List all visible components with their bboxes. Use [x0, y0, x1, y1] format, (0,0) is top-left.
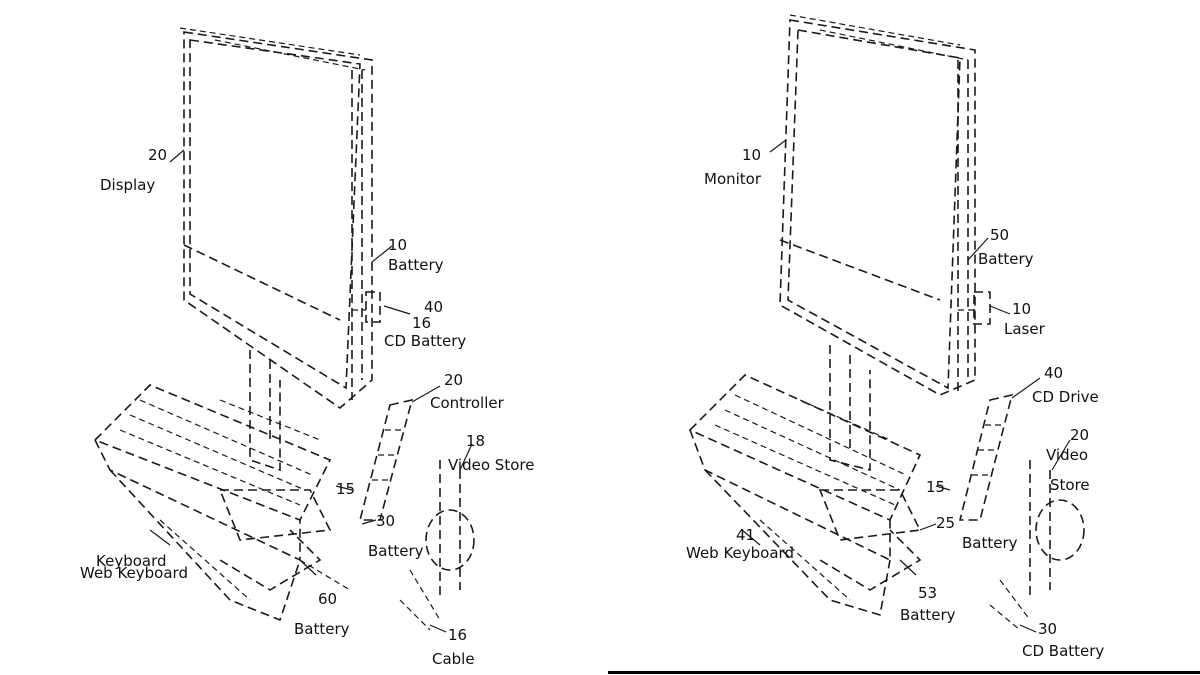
left-controller — [358, 398, 414, 521]
right-label-ctrl-num: 40 — [1044, 364, 1063, 382]
right-label-keyboard-num: 41 — [736, 526, 755, 544]
left-label-60: 60 — [318, 590, 337, 608]
left-leader-lines — [149, 149, 473, 633]
left-label-battery-mid: Battery — [368, 542, 424, 560]
right-keyboard-base — [688, 374, 922, 617]
right-label-battery-top-text: Battery — [978, 250, 1034, 268]
left-label-15: 15 — [336, 480, 355, 498]
left-label-battery-top-num: 10 — [388, 236, 407, 254]
right-monitor — [779, 14, 976, 396]
right-leader-lines — [741, 139, 1071, 633]
right-label-keyboard: Web Keyboard — [686, 544, 794, 562]
left-figure: 20 Display 10 Battery 40 16 CD Battery 2… — [80, 27, 534, 668]
right-label-30: 30 — [1038, 620, 1057, 638]
left-label-video-num: 18 — [466, 432, 485, 450]
right-label-video-num: 20 — [1070, 426, 1089, 444]
right-label-laser-num: 10 — [1012, 300, 1031, 318]
left-keyboard-base — [93, 384, 332, 622]
right-label-bottom-text: Battery — [900, 606, 956, 624]
right-labels: 10 Monitor 50 Battery 10 Laser 40 CD Dri… — [686, 146, 1104, 660]
right-label-cable: CD Battery — [1022, 642, 1104, 660]
left-label-cd-num: 40 — [424, 298, 443, 316]
bottom-rule — [608, 671, 1200, 674]
right-label-battery-top-num: 50 — [990, 226, 1009, 244]
left-label-cd-text: CD Battery — [384, 332, 466, 350]
right-label-53: 53 — [918, 584, 937, 602]
left-video-store — [399, 460, 475, 631]
right-label-video-sub: Store — [1050, 476, 1090, 494]
left-label-keyboard: Keyboard — [96, 552, 167, 570]
left-label-16: 16 — [448, 626, 467, 644]
right-figure: 10 Monitor 50 Battery 10 Laser 40 CD Dri… — [686, 14, 1104, 660]
right-label-video-text: Video — [1046, 446, 1088, 464]
left-label-display-text: Display — [100, 176, 155, 194]
right-video-store — [989, 460, 1085, 631]
left-label-30: 30 — [376, 512, 395, 530]
right-label-display-text: Monitor — [704, 170, 762, 188]
right-controller — [958, 393, 1014, 521]
left-label-cd-sub: 16 — [412, 314, 431, 332]
left-monitor — [179, 27, 373, 410]
left-stand — [219, 350, 321, 472]
left-label-ctrl-num: 20 — [444, 371, 463, 389]
left-label-video-text: Video Store — [448, 456, 534, 474]
left-label-bottom-text: Battery — [294, 620, 350, 638]
left-label-battery-top-text: Battery — [388, 256, 444, 274]
right-small-battery — [958, 291, 991, 325]
left-label-ctrl-text: Controller — [430, 394, 505, 412]
right-label-15: 15 — [926, 478, 945, 496]
right-stand — [799, 345, 891, 472]
left-label-keyboard-sub: Web Keyboard — [80, 564, 188, 582]
right-label-25: 25 — [936, 514, 955, 532]
left-label-cable: Cable — [432, 650, 475, 668]
right-label-battery-mid: Battery — [962, 534, 1018, 552]
right-battery-pack — [818, 489, 922, 591]
left-label-display-num: 20 — [148, 146, 167, 164]
left-labels: 20 Display 10 Battery 40 16 CD Battery 2… — [80, 146, 534, 668]
right-label-ctrl-text: CD Drive — [1032, 388, 1099, 406]
right-label-display-num: 10 — [742, 146, 761, 164]
left-small-battery — [352, 291, 381, 323]
left-battery-pack — [218, 489, 351, 591]
right-label-laser-text: Laser — [1004, 320, 1046, 338]
